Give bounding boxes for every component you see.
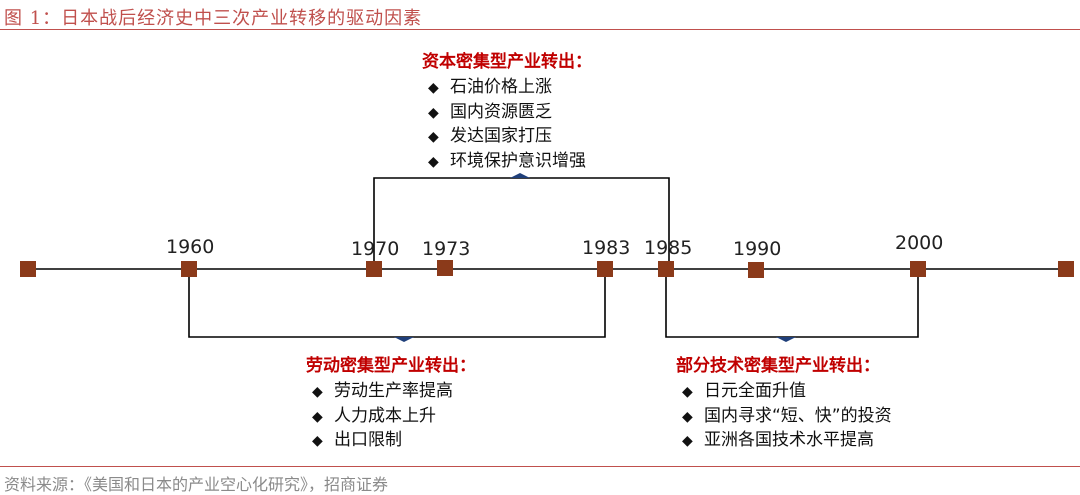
labor-phase-heading: 劳动密集型产业转出： (306, 356, 476, 376)
diamond-bullet-icon: ◆ (428, 80, 439, 96)
labor-bracket (188, 269, 606, 338)
list-item: ◆人力成本上升 (306, 404, 476, 429)
year-marker-2000 (910, 261, 926, 277)
year-label-1990: 1990 (733, 238, 782, 260)
year-marker-1960 (181, 261, 197, 277)
diamond-bullet-icon: ◆ (312, 408, 323, 425)
diamond-bullet-icon: ◆ (682, 384, 693, 400)
capital-phase-list: ◆石油价格上涨 ◆国内资源匮乏 ◆发达国家打压 ◆环境保护意识增强 (422, 75, 592, 173)
diamond-bullet-icon: ◆ (682, 408, 693, 425)
year-label-1983: 1983 (582, 237, 631, 259)
list-item: ◆日元全面升值 (676, 379, 892, 404)
tech-phase-heading: 部分技术密集型产业转出： (676, 356, 880, 376)
source-rule (0, 466, 1080, 467)
labor-phase-list: ◆劳动生产率提高 ◆人力成本上升 ◆出口限制 (306, 379, 476, 453)
year-marker-1973 (437, 260, 453, 276)
year-label-2000: 2000 (895, 232, 944, 254)
year-marker-1983 (597, 261, 613, 277)
list-item: ◆出口限制 (306, 428, 476, 453)
year-marker-1990 (748, 262, 764, 278)
list-item: ◆亚洲各国技术水平提高 (676, 428, 892, 453)
list-item: ◆环境保护意识增强 (422, 149, 592, 174)
list-item: ◆劳动生产率提高 (306, 379, 476, 404)
diamond-bullet-icon: ◆ (312, 384, 323, 400)
timeline-end-marker (1058, 261, 1074, 277)
capital-bracket-pointer (510, 173, 530, 178)
tech-bracket (665, 269, 919, 338)
diamond-bullet-icon: ◆ (312, 433, 323, 449)
diamond-bullet-icon: ◆ (428, 153, 439, 170)
source-note: 资料来源：《美国和日本的产业空心化研究》，招商证券 (4, 475, 389, 494)
list-item: ◆国内寻求“短、快”的投资 (676, 404, 892, 429)
list-item: ◆石油价格上涨 (422, 75, 592, 100)
diamond-bullet-icon: ◆ (428, 129, 439, 145)
year-label-1960: 1960 (166, 236, 215, 258)
diamond-bullet-icon: ◆ (428, 104, 439, 121)
year-marker-1970 (366, 261, 382, 277)
year-label-1970: 1970 (351, 238, 400, 260)
tech-phase-block: 部分技术密集型产业转出： ◆日元全面升值 ◆国内寻求“短、快”的投资 ◆亚洲各国… (676, 351, 892, 453)
labor-bracket-pointer (394, 337, 414, 342)
labor-phase-block: 劳动密集型产业转出： ◆劳动生产率提高 ◆人力成本上升 ◆出口限制 (306, 351, 476, 453)
year-label-1973: 1973 (422, 238, 471, 260)
list-item: ◆国内资源匮乏 (422, 100, 592, 125)
capital-phase-block: 资本密集型产业转出： ◆石油价格上涨 ◆国内资源匮乏 ◆发达国家打压 ◆环境保护… (422, 47, 592, 173)
figure-title: 图 1：日本战后经济史中三次产业转移的驱动因素 (4, 8, 423, 29)
capital-phase-heading: 资本密集型产业转出： (422, 52, 592, 72)
title-rule (0, 29, 1080, 30)
list-item: ◆发达国家打压 (422, 124, 592, 149)
tech-bracket-pointer (776, 337, 796, 342)
tech-phase-list: ◆日元全面升值 ◆国内寻求“短、快”的投资 ◆亚洲各国技术水平提高 (676, 379, 892, 453)
diamond-bullet-icon: ◆ (682, 433, 693, 449)
timeline-start-marker (20, 261, 36, 277)
year-marker-1985 (658, 261, 674, 277)
year-label-1985: 1985 (644, 237, 693, 259)
